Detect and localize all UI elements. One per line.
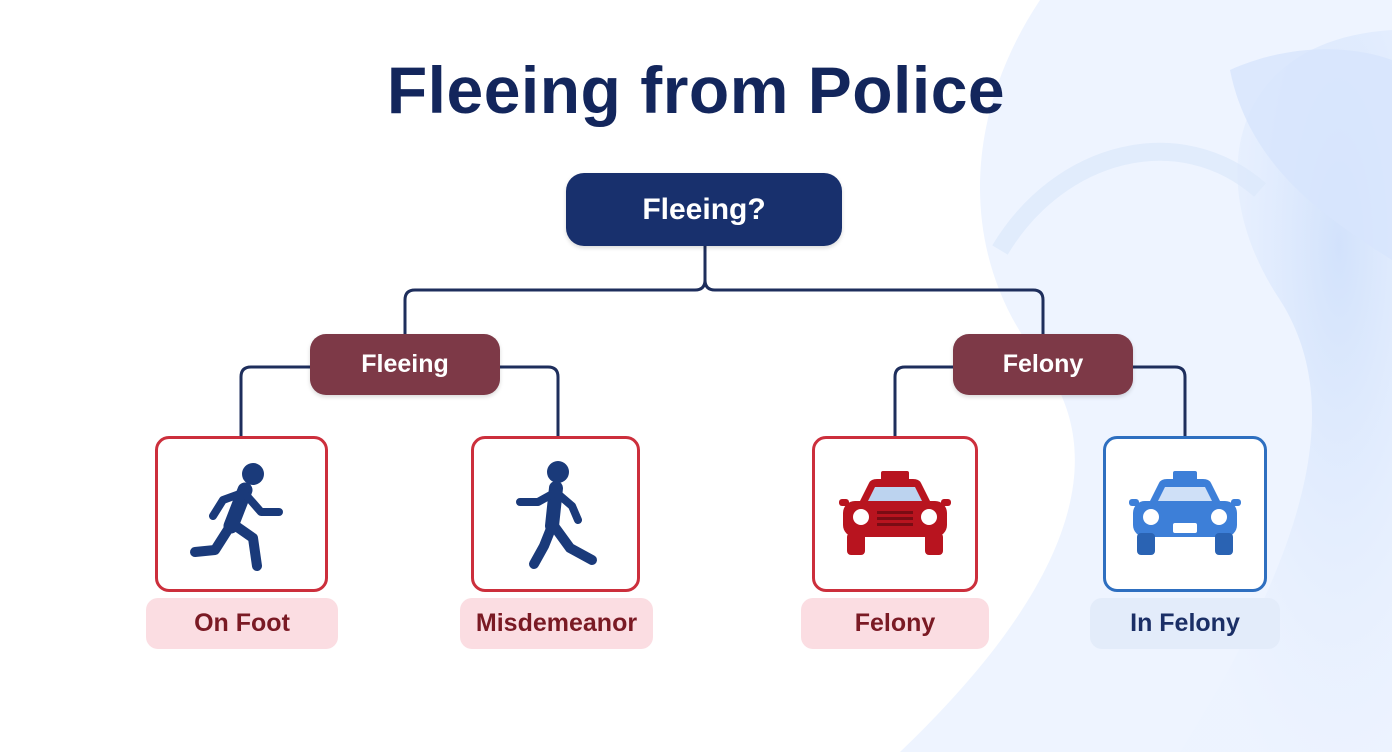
leaf-label-in-felony: In Felony [1090, 598, 1280, 649]
walking-person-icon [515, 461, 597, 569]
leaf-label-misdemeanor: Misdemeanor [460, 598, 653, 649]
leaf-card-in-felony [1103, 436, 1267, 592]
branch-node-felony: Felony [953, 334, 1133, 395]
leaf-label-felony: Felony [801, 598, 989, 649]
red-police-car-icon [839, 471, 951, 555]
diagram-title: Fleeing from Police [386, 53, 1006, 127]
leaf-card-misdemeanor [471, 436, 640, 592]
root-node: Fleeing? [566, 173, 842, 246]
running-person-icon [189, 463, 283, 571]
leaf-card-on-foot [155, 436, 328, 592]
leaf-card-felony [812, 436, 978, 592]
leaf-label-on-foot: On Foot [146, 598, 338, 649]
branch-node-fleeing: Fleeing [310, 334, 500, 395]
blue-police-car-icon [1129, 471, 1241, 555]
